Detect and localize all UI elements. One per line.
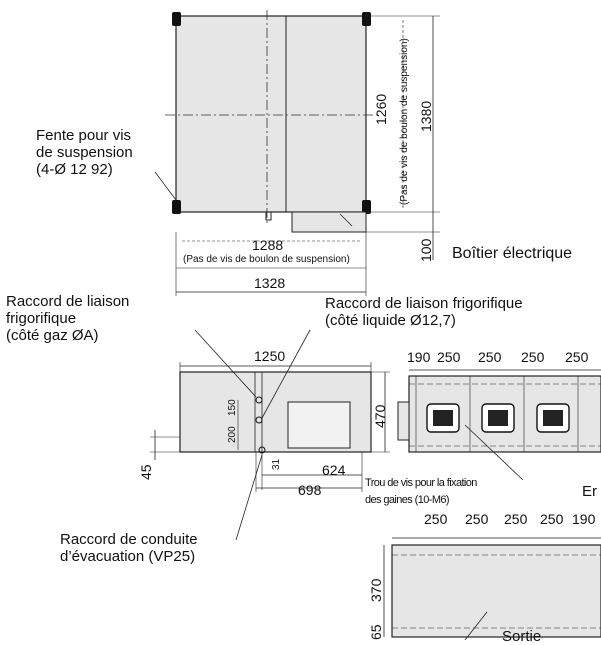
dim-side-250-b: 250 (478, 349, 502, 365)
fan-2 (481, 403, 515, 433)
electrical-box (291, 211, 367, 233)
dim-1380: 1380 (418, 100, 434, 132)
hanger-leader (154, 171, 177, 201)
dim-side-190: 190 (407, 349, 431, 365)
duct-holes-label-1: Trou de vis pour la fixation (365, 477, 477, 489)
dim-1260: 1260 (373, 93, 389, 125)
hanger-bracket-tr (362, 12, 371, 26)
duct-holes-label-2: des gaines (10-M6) (365, 494, 450, 506)
dim-370: 370 (368, 578, 384, 602)
dim-top-bolt-pitch: (Pas de vis de boulon de suspension) (183, 254, 350, 265)
dim-1288: 1288 (252, 237, 284, 253)
hanger-slot-label-1: Fente pour vis (36, 127, 132, 144)
elec-leader (339, 213, 353, 227)
dim-698: 698 (298, 482, 322, 498)
right-cut-label-2: Sortie (502, 628, 542, 645)
dim-side-250-a: 250 (437, 349, 461, 365)
dim-150: 150 (227, 399, 238, 416)
dim-out-250-d: 250 (540, 511, 564, 527)
dim-1250: 1250 (254, 348, 286, 364)
outlet-view (383, 537, 601, 640)
liquid-pipe-label-2: (côté liquide Ø12,7) (325, 312, 456, 329)
dim-45: 45 (138, 464, 154, 480)
side-electrical-box (397, 401, 410, 441)
dim-out-250-b: 250 (465, 511, 489, 527)
hanger-slot-label-3: (4-Ø 12 92) (36, 161, 113, 178)
dim-side-250-d: 250 (565, 349, 589, 365)
front-inspection-panel (287, 401, 351, 449)
top-view-body (175, 15, 367, 213)
pipe-stub (265, 211, 272, 221)
right-cut-label-1: Er (582, 483, 597, 500)
dim-1328: 1328 (254, 275, 286, 291)
dim-31: 31 (271, 458, 282, 470)
duct-holes-leader (464, 424, 524, 481)
dim-624: 624 (322, 462, 346, 478)
dim-side-250-c: 250 (521, 349, 545, 365)
dim-65: 65 (368, 624, 384, 640)
front-view (150, 329, 390, 541)
fan-3 (536, 403, 570, 433)
hanger-slot-label-2: de suspension (36, 144, 133, 161)
gas-pipe-label-1: Raccord de liaison (6, 293, 130, 310)
electrical-box-label: Boîtier électrique (452, 245, 573, 262)
dim-200: 200 (227, 426, 238, 443)
hanger-bracket-bl (172, 200, 181, 214)
outlet-view-body (391, 544, 601, 638)
dim-out-250-c: 250 (504, 511, 528, 527)
drain-label-1: Raccord de conduite (60, 531, 198, 548)
gas-pipe-label-3: (côté gaz ØA) (6, 327, 99, 344)
dim-out-250-a: 250 (424, 511, 448, 527)
gas-pipe-label-2: frigorifique (6, 310, 77, 327)
hanger-bracket-br (362, 200, 371, 214)
dim-vert-bolt-pitch: (Pas de vis de boulon de suspension) (399, 38, 410, 205)
gas-port (255, 396, 263, 404)
hanger-bracket-tl (172, 12, 181, 26)
dim-100: 100 (418, 238, 434, 262)
side-view (397, 369, 601, 481)
dim-470: 470 (372, 404, 388, 428)
top-view (154, 10, 440, 296)
liquid-port (255, 416, 263, 424)
fan-1 (426, 403, 460, 433)
liquid-pipe-label-1: Raccord de liaison frigorifique (325, 295, 523, 312)
drain-label-2: d’évacuation (VP25) (60, 548, 196, 565)
dim-out-190: 190 (572, 511, 596, 527)
